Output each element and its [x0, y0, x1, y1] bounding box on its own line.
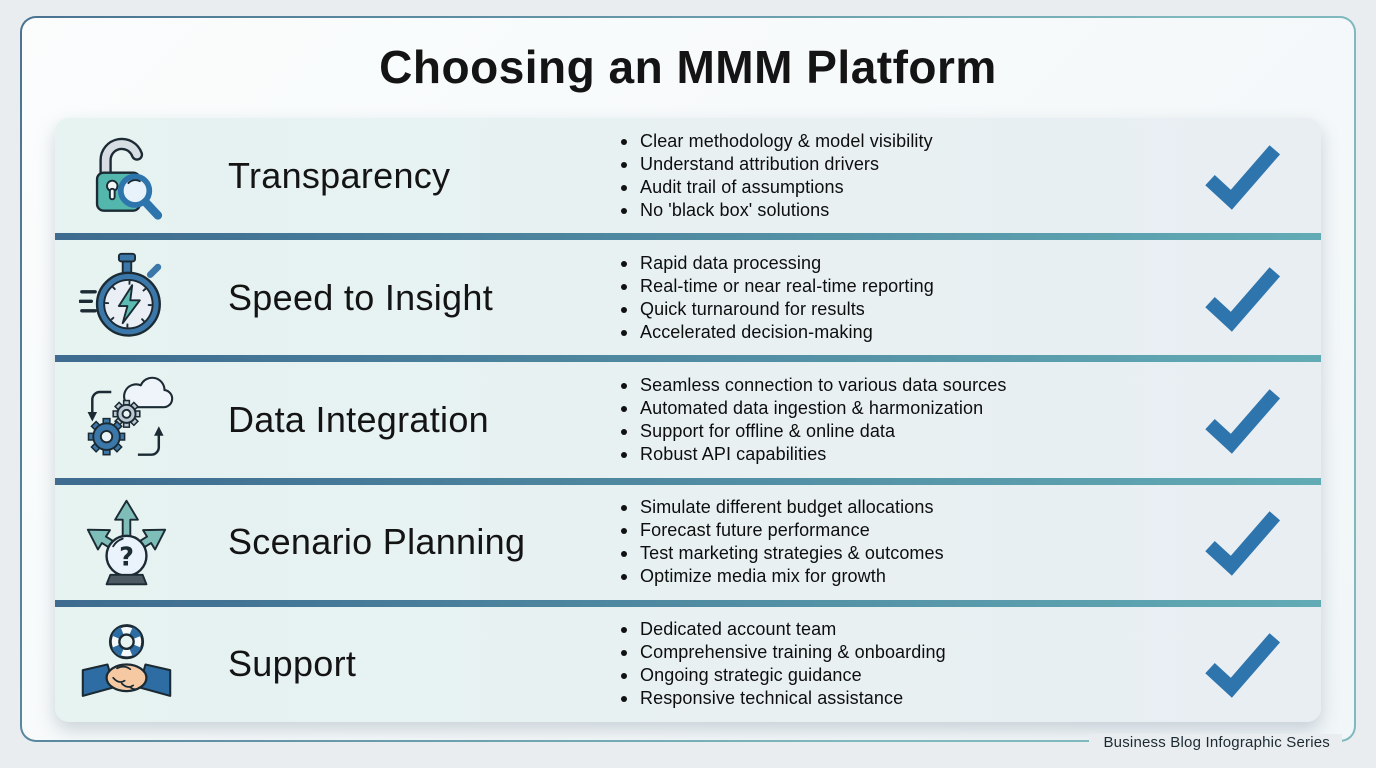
row-separator — [55, 355, 1321, 363]
bullet-item: Simulate different budget allocations — [614, 496, 1136, 519]
row-transparency: Transparency Clear methodology & model v… — [55, 118, 1321, 234]
bullet-item: Rapid data processing — [614, 252, 1136, 275]
icon-cell — [55, 373, 200, 468]
bullet-item: Real-time or near real-time reporting — [614, 275, 1136, 298]
bullet-item: Forecast future performance — [614, 519, 1136, 542]
checkmark-icon — [1204, 389, 1280, 454]
check-cell — [1136, 140, 1321, 212]
checkmark-icon — [1204, 511, 1280, 576]
footer-label: Business Blog Infographic Series — [1089, 734, 1342, 751]
bullet-item: Robust API capabilities — [614, 443, 1136, 466]
bullet-item: Quick turnaround for results — [614, 298, 1136, 321]
bullet-list: Rapid data processing Real-time or near … — [600, 252, 1136, 344]
bullet-item: Responsive technical assistance — [614, 687, 1136, 710]
bullet-item: Automated data ingestion & harmonization — [614, 397, 1136, 420]
panel: Choosing an MMM Platform Tr — [22, 18, 1354, 740]
bullet-item: Accelerated decision-making — [614, 321, 1136, 344]
page-title: Choosing an MMM Platform — [379, 41, 997, 93]
row-separator — [55, 233, 1321, 241]
check-cell — [1136, 262, 1321, 334]
svg-text:?: ? — [119, 542, 134, 572]
row-scenario-planning: ? Scenario Planning Simulate different b… — [55, 484, 1321, 600]
outer-frame: Choosing an MMM Platform Tr — [20, 16, 1356, 742]
icon-cell — [55, 617, 200, 712]
row-speed-to-insight: Speed to Insight Rapid data processing R… — [55, 240, 1321, 356]
row-separator — [55, 477, 1321, 485]
gears-cloud-icon — [87, 376, 174, 456]
row-title: Data Integration — [228, 399, 489, 440]
padlock-magnifier-icon — [95, 137, 163, 220]
icon-cell — [55, 250, 200, 345]
crystal-ball-arrows-icon: ? — [86, 499, 167, 585]
row-data-integration: Data Integration Seamless connection to … — [55, 362, 1321, 478]
row-separator — [55, 599, 1321, 607]
checkmark-icon — [1204, 633, 1280, 699]
bullet-item: Ongoing strategic guidance — [614, 664, 1136, 687]
check-cell — [1136, 628, 1321, 700]
bullet-list: Seamless connection to various data sour… — [600, 374, 1136, 466]
stopwatch-icon — [79, 253, 162, 337]
row-title: Support — [228, 643, 357, 685]
bullet-list: Dedicated account team Comprehensive tra… — [600, 618, 1136, 710]
bullet-item: No 'black box' solutions — [614, 199, 1136, 222]
bullet-item: Optimize media mix for growth — [614, 565, 1136, 588]
bullet-item: Audit trail of assumptions — [614, 176, 1136, 199]
check-cell — [1136, 384, 1321, 456]
icon-cell — [55, 128, 200, 223]
row-title: Transparency — [228, 154, 451, 196]
row-title: Scenario Planning — [228, 521, 526, 563]
bullet-list: Simulate different budget allocations Fo… — [600, 496, 1136, 588]
bullet-item: Test marketing strategies & outcomes — [614, 542, 1136, 565]
comparison-card: Transparency Clear methodology & model v… — [55, 118, 1321, 722]
handshake-lifebuoy-icon — [81, 624, 172, 697]
check-cell — [1136, 506, 1321, 578]
bullet-item: Understand attribution drivers — [614, 153, 1136, 176]
checkmark-icon — [1204, 144, 1280, 210]
row-title: Speed to Insight — [228, 276, 493, 318]
bullet-item: Clear methodology & model visibility — [614, 130, 1136, 153]
icon-cell: ? — [55, 495, 200, 590]
bullet-list: Clear methodology & model visibility Und… — [600, 130, 1136, 222]
bullet-item: Seamless connection to various data sour… — [614, 374, 1136, 397]
checkmark-icon — [1204, 266, 1280, 332]
bullet-item: Comprehensive training & onboarding — [614, 641, 1136, 664]
bullet-item: Dedicated account team — [614, 618, 1136, 641]
bullet-item: Support for offline & online data — [614, 420, 1136, 443]
row-support: Support Dedicated account team Comprehen… — [55, 606, 1321, 722]
